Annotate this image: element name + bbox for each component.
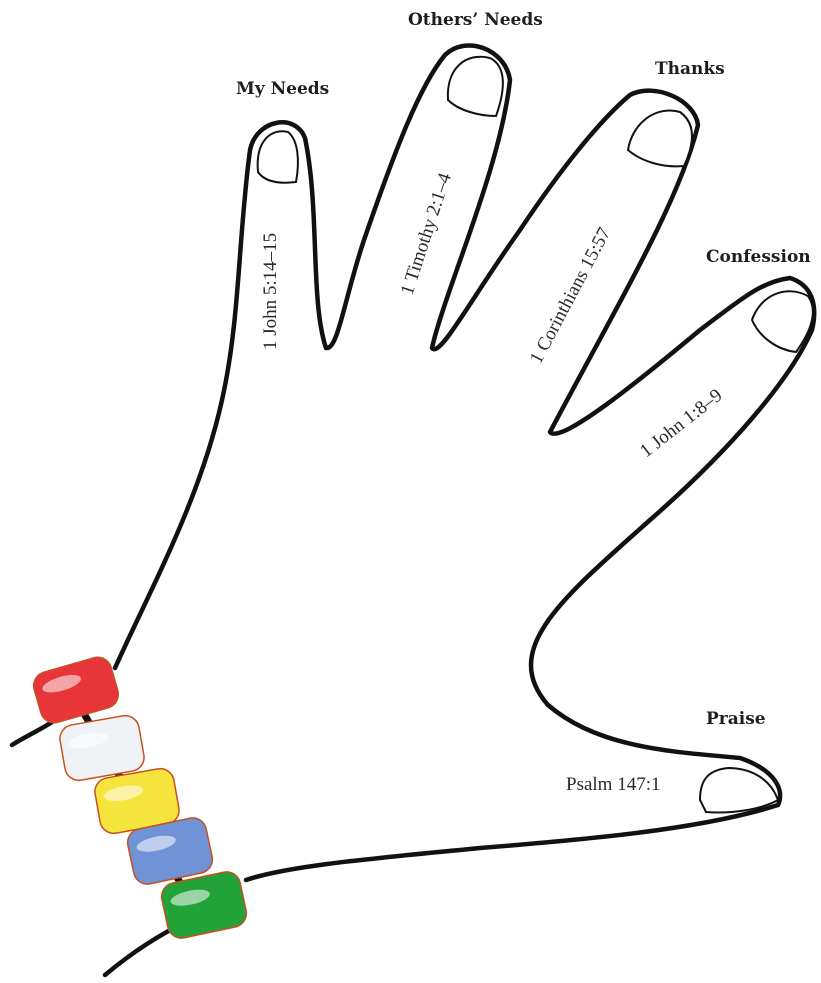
others-needs-verse: 1 Timothy 2:1–4 bbox=[397, 170, 456, 297]
green-bead bbox=[159, 869, 249, 940]
praise-verse: Psalm 147:1 bbox=[566, 774, 660, 795]
praise-heading: Praise bbox=[706, 709, 766, 729]
my-needs-verse: 1 John 5:14–15 bbox=[260, 233, 281, 350]
praise-fingernail bbox=[700, 768, 778, 813]
white-bead bbox=[58, 713, 147, 782]
thanks-fingernail bbox=[628, 111, 692, 167]
thanks-heading: Thanks bbox=[655, 59, 725, 79]
bracelet-strap-upper bbox=[12, 722, 52, 745]
hand-outline bbox=[115, 45, 814, 880]
confession-verse: 1 John 1:8–9 bbox=[636, 385, 726, 462]
confession-heading: Confession bbox=[706, 247, 811, 267]
bracelet-beads bbox=[30, 654, 249, 941]
thanks-verse: 1 Corinthians 15:57 bbox=[526, 224, 615, 367]
my-needs-heading: My Needs bbox=[236, 79, 329, 99]
my-needs-fingernail bbox=[258, 131, 298, 182]
others-needs-heading: Others’ Needs bbox=[408, 10, 543, 30]
others-needs-fingernail bbox=[448, 57, 503, 116]
